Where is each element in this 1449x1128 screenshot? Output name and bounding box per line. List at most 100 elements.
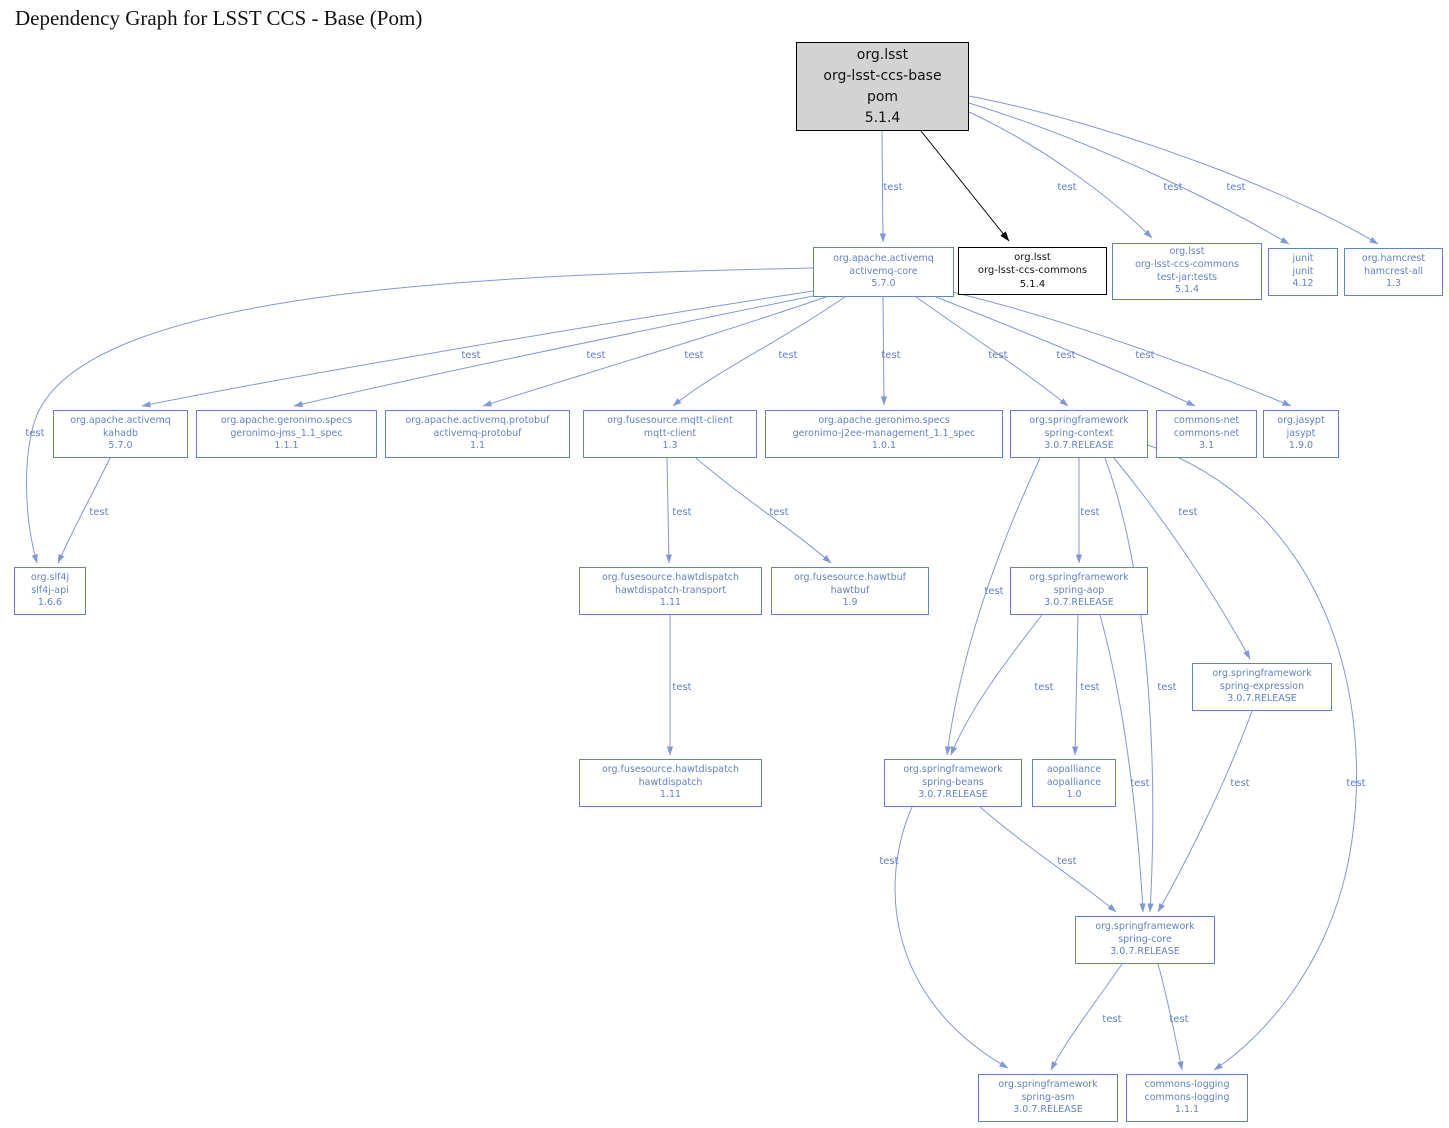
edge-spring-core-to-commons-logging (1157, 963, 1184, 1071)
node-label-line: 5.1.4 (1174, 284, 1200, 296)
node-label-line: activemq-core (849, 265, 918, 277)
node-label-line: 1.11 (659, 597, 682, 609)
node-label-line: org-lsst-ccs-base (823, 67, 942, 84)
edge-label-spring-beans-to-spring-asm: test (879, 856, 898, 867)
node-label-line: geronimo-j2ee-management_1.1_spec (792, 427, 976, 439)
node-label-line: spring-asm (1021, 1091, 1075, 1103)
node-label-line: 4.12 (1292, 278, 1314, 290)
edge-label-activemq-core-to-commons-net: test (1056, 350, 1075, 361)
node-label-line: commons-logging (1144, 1091, 1230, 1103)
node-label-line: 5.7.0 (108, 440, 133, 452)
edge-ccs-base-to-activemq-core (879, 130, 887, 243)
node-label-line: org.springframework (1029, 415, 1129, 427)
node-label-line: org.springframework (998, 1079, 1098, 1091)
node-label-line: 1.1.1 (1174, 1104, 1200, 1116)
node-label-line: org.apache.geronimo.specs (818, 415, 950, 427)
node-label-line: spring-expression (1219, 680, 1305, 692)
edge-label-spring-aop-to-aopalliance: test (1080, 682, 1099, 693)
node-label-line: org.slf4j (30, 572, 70, 584)
node-label-line: org.springframework (1029, 572, 1129, 584)
edge-label-spring-core-to-commons-logging: test (1169, 1014, 1188, 1025)
node-label-line: activemq-protobuf (433, 427, 522, 439)
node-label-line: hawtdispatch (638, 776, 703, 788)
edge-label-spring-context-to-spring-core: test (1157, 682, 1176, 693)
node-label-line: 3.0.7.RELEASE (1044, 597, 1114, 609)
edge-label-spring-context-to-spring-beans: test (984, 586, 1003, 597)
node-label-line: 1.9.0 (1288, 440, 1314, 452)
edge-ccs-base-to-junit (968, 102, 1290, 245)
edge-label-mqtt-client-to-hawtdispatch-transport: test (672, 507, 691, 518)
node-label-line: mqtt-client (643, 427, 697, 439)
edge-ccs-base-to-hamcrest-all (968, 95, 1379, 245)
edge-spring-context-to-spring-expression (1113, 457, 1251, 660)
node-label-line: hawtbuf (830, 584, 870, 596)
edge-activemq-core-to-kahadb (141, 290, 814, 408)
edge-label-kahadb-to-slf4j-api: test (89, 507, 108, 518)
node-label-line: spring-beans (922, 776, 984, 788)
edge-ccs-base-to-ccs-commons (920, 130, 1010, 242)
edge-label-activemq-core-to-jasypt: test (1135, 350, 1154, 361)
edge-activemq-core-to-activemq-protobuf (482, 296, 827, 407)
edge-spring-beans-to-spring-core (979, 806, 1117, 913)
node-label-line: spring-context (1044, 427, 1114, 439)
node-label-line: 5.1.4 (1019, 278, 1046, 290)
node-label-line: 1.0.1 (871, 440, 897, 452)
node-label-line: 1.1 (469, 440, 486, 452)
edge-spring-context-to-spring-core (1104, 457, 1154, 913)
node-label-line: 1.6.6 (37, 597, 63, 609)
edge-activemq-core-to-geronimo-j2ee (880, 296, 888, 406)
edge-mqtt-client-to-hawtdispatch-transport (665, 457, 672, 564)
node-label-line: commons-net (1173, 427, 1240, 439)
edge-activemq-core-to-commons-net (935, 296, 1196, 407)
edge-spring-expression-to-spring-core (1157, 710, 1253, 913)
node-label-line: 3.1 (1198, 440, 1215, 452)
edge-label-activemq-core-to-geronimo-jms: test (586, 350, 605, 361)
edge-label-activemq-core-to-slf4j-api: test (25, 428, 44, 439)
node-label-line: 3.0.7.RELEASE (1013, 1104, 1083, 1116)
edge-spring-beans-to-spring-asm (894, 806, 1009, 1069)
node-label-line: slf4j-api (31, 584, 69, 596)
node-label-line: org.lsst (856, 46, 909, 63)
edges: test test test test test test test test test test… (25, 95, 1379, 1071)
edge-label-spring-expression-to-spring-core: test (1230, 778, 1249, 789)
node-label-line: 5.7.0 (871, 278, 896, 290)
node-label-line: org.hamcrest (1361, 253, 1426, 265)
node-label-line: jasypt (1286, 427, 1316, 439)
node-label-line: 3.0.7.RELEASE (918, 789, 988, 801)
node-label-line: spring-core (1118, 933, 1172, 945)
node-label-line: 1.0 (1066, 789, 1082, 801)
edge-label-activemq-core-to-mqtt-client: test (778, 350, 797, 361)
node-label-line: aopalliance (1046, 764, 1102, 776)
edge-label-activemq-core-to-activemq-protobuf: test (684, 350, 703, 361)
node-label-line: org.springframework (903, 764, 1003, 776)
edge-ccs-base-to-ccs-commons-tests (968, 111, 1153, 239)
node-label-line: spring-aop (1053, 584, 1105, 596)
edge-label-activemq-core-to-kahadb: test (461, 350, 480, 361)
edge-label-spring-beans-to-spring-core: test (1057, 856, 1076, 867)
